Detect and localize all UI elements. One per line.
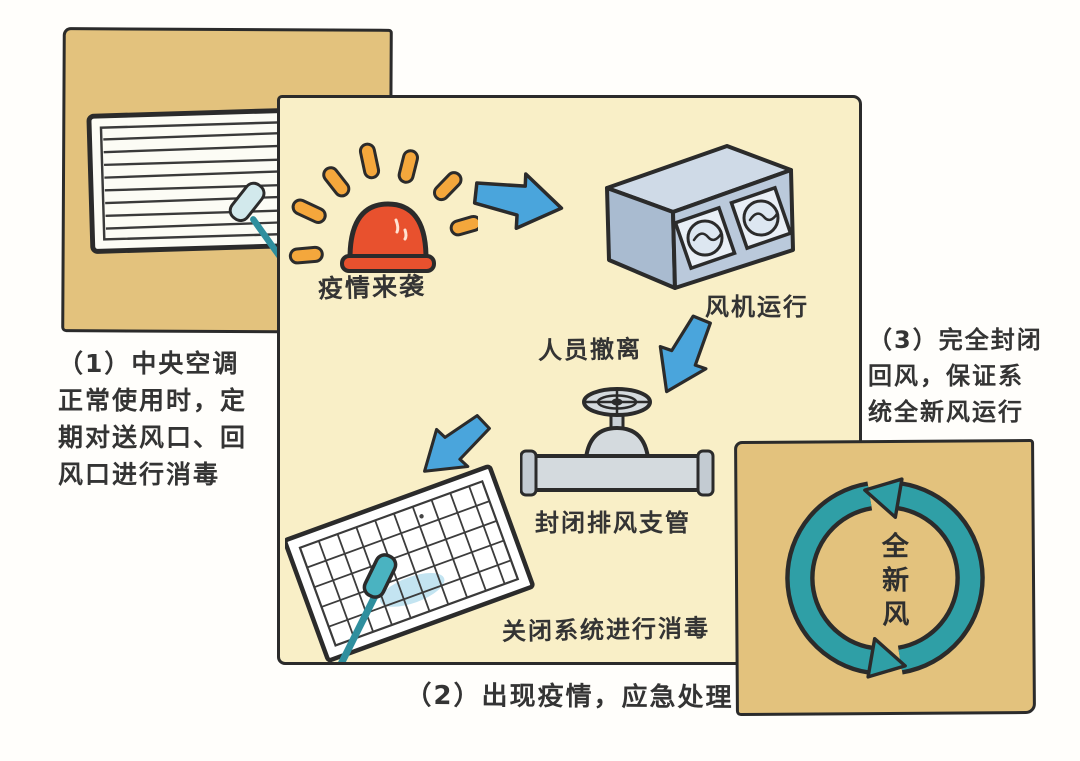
- flow-arrow-icon: [423, 414, 491, 473]
- disinfect-label: 关闭系统进行消毒: [501, 614, 711, 646]
- alarm-label: 疫情来袭: [317, 271, 427, 304]
- fan-unit-icon: [605, 144, 795, 290]
- vent-grille-icon: [285, 464, 535, 662]
- valve-label: 封闭排风支管: [535, 509, 691, 537]
- disinfection-swab-icon: [338, 553, 398, 662]
- step1-caption: （1）中央空调 正常使用时，定 期对送风口、回 风口进行消毒: [58, 349, 248, 489]
- pipe-valve-icon: [520, 387, 715, 497]
- step3-caption: （3）完全封闭 回风，保证系 统全新风运行: [868, 326, 1043, 426]
- panel-step3: 全 新 风: [734, 438, 1036, 717]
- panel-step1: [61, 27, 393, 334]
- fresh-air-label: 全 新 风: [881, 531, 911, 630]
- evacuate-label: 人员撤离: [537, 335, 643, 365]
- fresh-air-cycle-icon: [785, 477, 985, 679]
- flow-arrow-icon: [658, 314, 712, 394]
- alarm-siren-icon: [288, 142, 478, 273]
- flow-arrow-icon: [472, 172, 564, 230]
- air-vent-icon: [86, 107, 335, 331]
- panel-step2: 疫情来袭 风机运行 人员撤离: [277, 95, 862, 665]
- fan-label: 风机运行: [705, 293, 809, 321]
